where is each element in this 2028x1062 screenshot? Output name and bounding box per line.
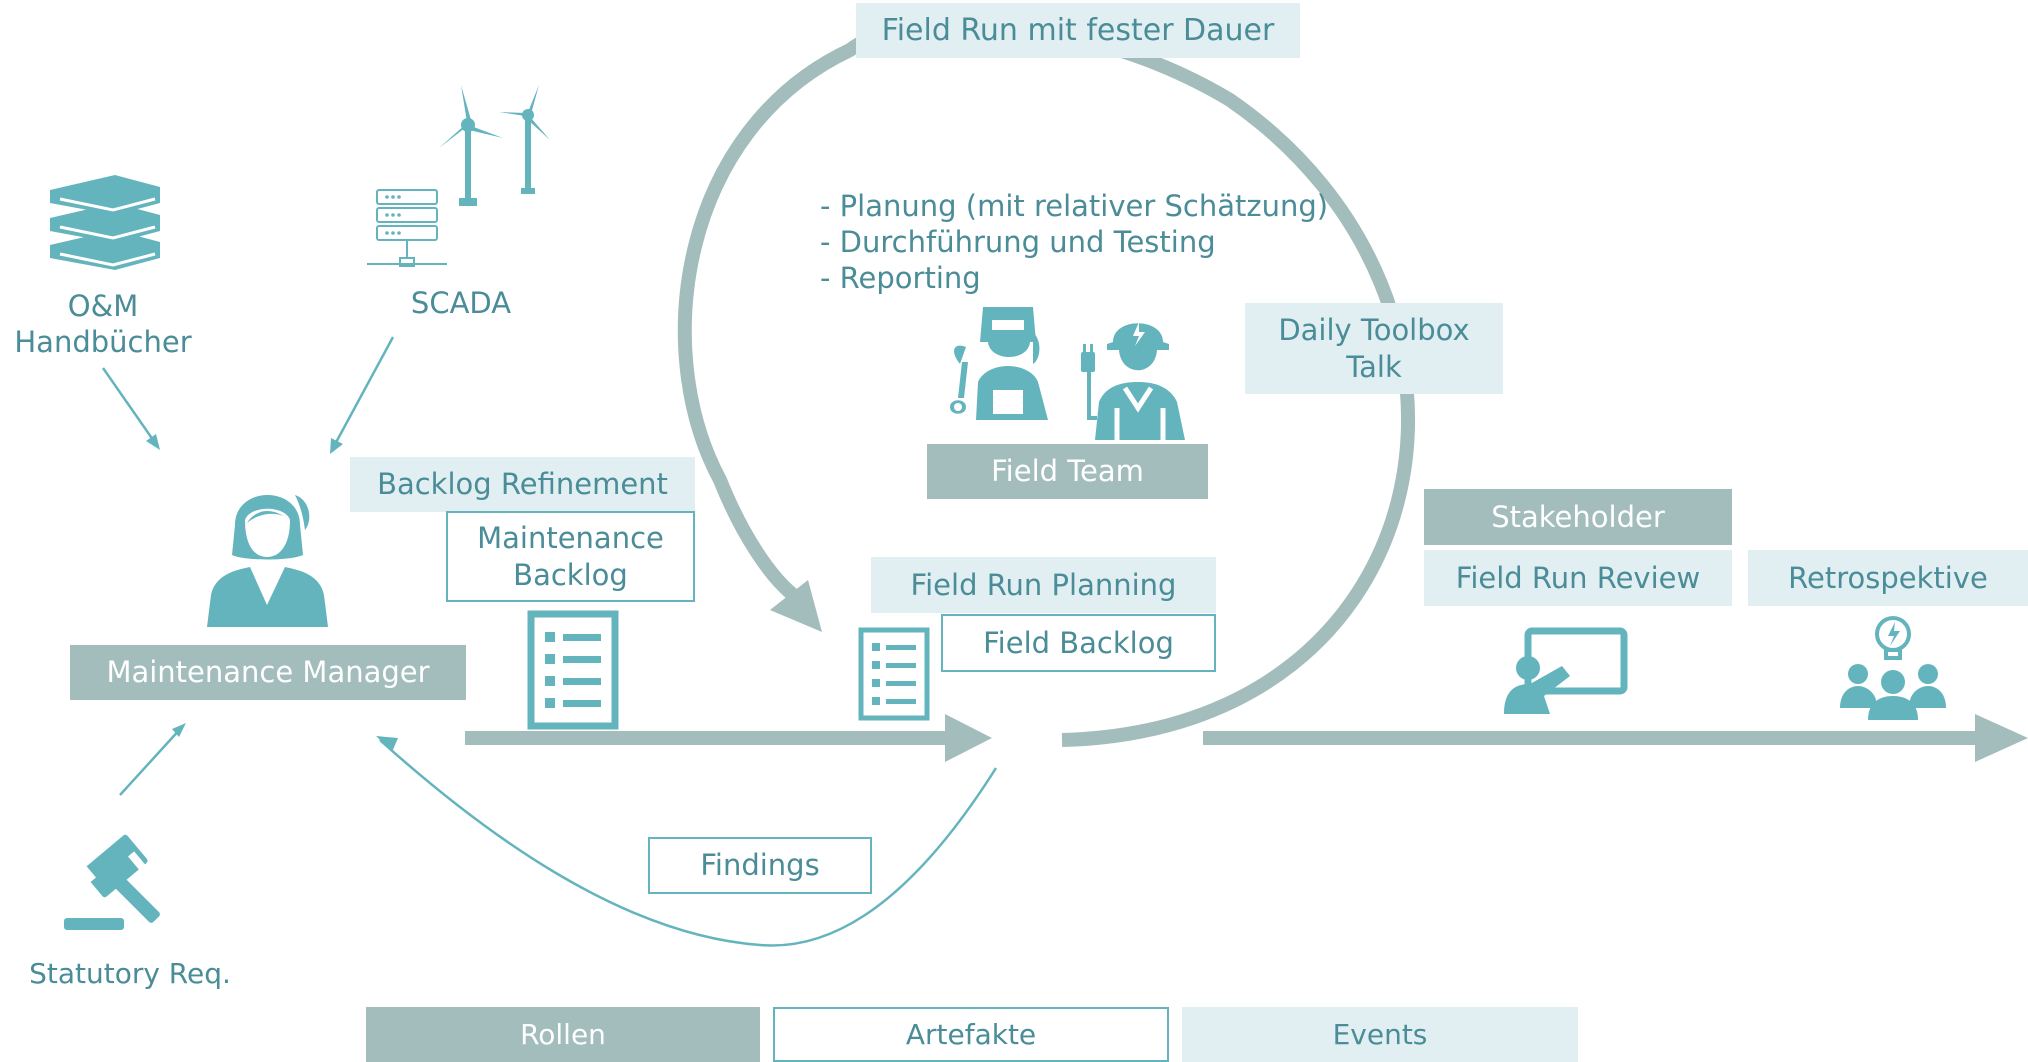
maintenance-backlog-checklist-icon bbox=[527, 610, 619, 730]
gavel-icon bbox=[64, 834, 160, 930]
om-arrowhead bbox=[146, 434, 160, 450]
run-activities-list: - Planung (mit relativer Schätzung) - Du… bbox=[820, 188, 1360, 296]
retrospective-event: Retrospektive bbox=[1748, 550, 2028, 606]
team-idea-icon bbox=[1840, 616, 1946, 720]
activity-reporting: - Reporting bbox=[820, 261, 981, 295]
om-arrow bbox=[101, 367, 160, 448]
server-icon bbox=[367, 189, 447, 267]
timeline-arrowhead-1 bbox=[945, 714, 992, 762]
electrician-icon bbox=[1081, 322, 1185, 440]
cycle-arrowhead bbox=[770, 580, 822, 632]
findings-artifact: Findings bbox=[648, 837, 872, 894]
presentation-icon bbox=[1504, 627, 1628, 714]
field-team-role: Field Team bbox=[927, 444, 1208, 499]
legend-roles: Rollen bbox=[366, 1007, 760, 1062]
maintenance-manager-role: Maintenance Manager bbox=[70, 645, 466, 700]
field-run-fixed-duration-event: Field Run mit fester Dauer bbox=[856, 3, 1300, 58]
activity-execution: - Durchführung und Testing bbox=[820, 225, 1216, 259]
field-run-planning-event: Field Run Planning bbox=[871, 557, 1216, 613]
wind-turbines-icon bbox=[439, 85, 550, 206]
om-handbuecher-label: O&M Handbücher bbox=[14, 288, 192, 359]
scada-label: SCADA bbox=[410, 285, 512, 320]
legend-artifacts: Artefakte bbox=[773, 1007, 1169, 1062]
books-icon bbox=[50, 175, 160, 270]
timeline-arrowhead-2 bbox=[1975, 714, 2028, 762]
statutory-arrowhead bbox=[172, 723, 186, 737]
findings-arrowhead bbox=[376, 736, 398, 752]
maintenance-backlog-artifact: Maintenance Backlog bbox=[446, 511, 695, 602]
field-run-review-event: Field Run Review bbox=[1424, 550, 1732, 606]
daily-toolbox-talk-event: Daily Toolbox Talk bbox=[1245, 303, 1503, 394]
statutory-req-label: Statutory Req. bbox=[29, 956, 231, 990]
activity-planning: - Planung (mit relativer Schätzung) bbox=[820, 189, 1329, 223]
legend-events: Events bbox=[1182, 1007, 1578, 1062]
findings-feedback-curve bbox=[379, 739, 998, 947]
scada-arrow bbox=[331, 336, 395, 449]
field-backlog-checklist-icon bbox=[858, 627, 930, 721]
stakeholder-role: Stakeholder bbox=[1424, 489, 1732, 545]
welder-icon bbox=[950, 307, 1048, 420]
backlog-refinement-event: Backlog Refinement bbox=[350, 457, 695, 512]
scada-arrowhead bbox=[330, 438, 343, 454]
statutory-arrow bbox=[119, 726, 183, 796]
field-backlog-artifact: Field Backlog bbox=[941, 614, 1216, 672]
woman-manager-icon bbox=[207, 495, 328, 627]
